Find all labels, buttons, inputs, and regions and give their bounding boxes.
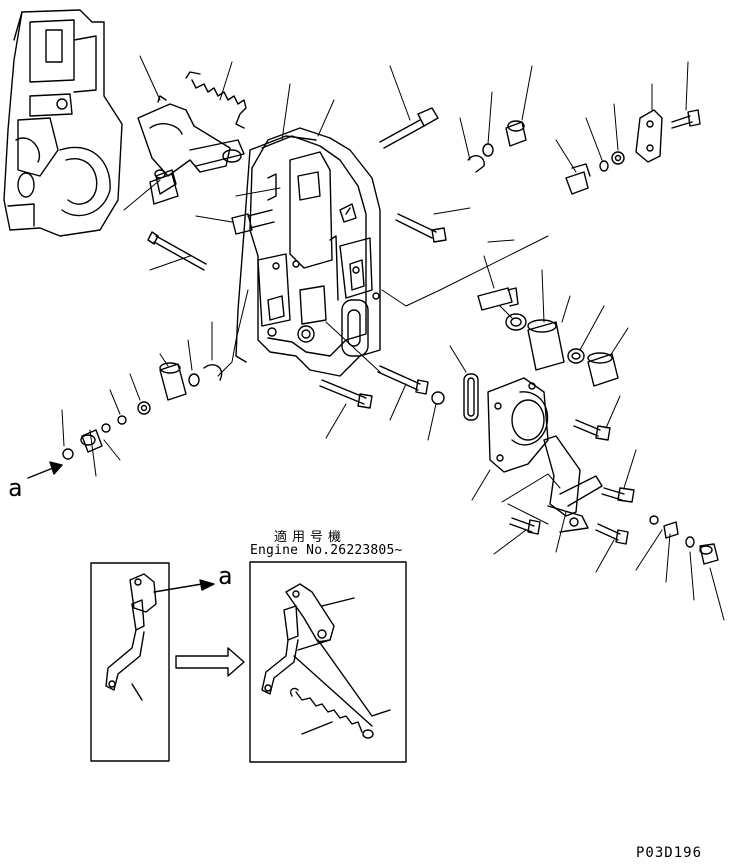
spring-top <box>185 71 247 129</box>
change-arrow <box>175 647 245 677</box>
detail-lever-before <box>105 573 215 701</box>
bolts-right <box>509 419 719 565</box>
plug-screw <box>231 209 275 235</box>
view-a-label-left: a <box>8 474 23 502</box>
cover-gasket <box>235 135 317 363</box>
solenoid-group <box>477 287 619 387</box>
flange-housing <box>487 377 549 473</box>
applicability-engine-number: Engine No.26223805~ <box>250 543 403 558</box>
o-ring <box>463 373 479 421</box>
detail-frame-before <box>90 562 170 762</box>
detail-lever-after <box>261 583 391 739</box>
leader-lines <box>61 55 725 621</box>
governor-housing <box>3 9 123 237</box>
view-a-label-detail: a <box>218 562 233 590</box>
bracket-plate <box>635 109 701 163</box>
long-bolts <box>147 107 447 409</box>
lever-arms <box>543 435 603 533</box>
view-arrow-left <box>27 461 63 479</box>
drawing-code: P03D196 <box>636 845 703 861</box>
detail-frame-after <box>249 561 407 763</box>
cover-body <box>249 127 381 377</box>
applicability-japanese: 適用号機 <box>274 530 347 545</box>
small-parts-left <box>62 362 223 460</box>
governor-lever-assembly <box>137 95 245 205</box>
